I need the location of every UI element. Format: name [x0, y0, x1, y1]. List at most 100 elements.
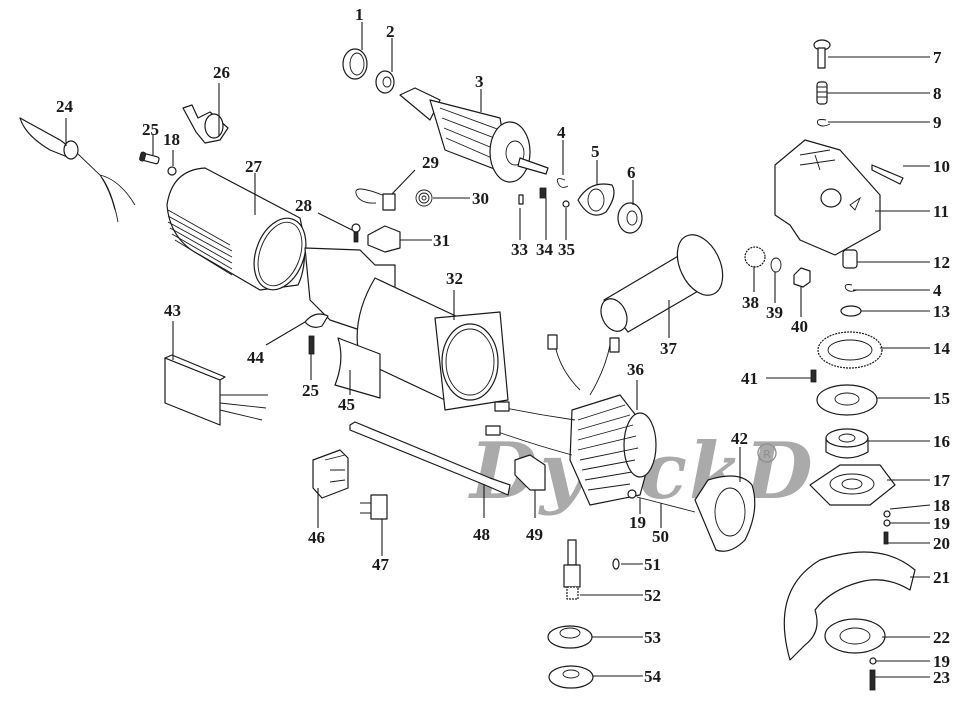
cord-clamp-icon [304, 313, 329, 328]
spring-icon [816, 81, 828, 105]
motor-housing-icon [304, 247, 509, 411]
retaining-clip-icon [556, 178, 569, 188]
callout-6: 6 [627, 163, 636, 182]
callout-27: 27 [245, 157, 263, 176]
air-guide-ring-icon [694, 475, 756, 552]
callout-54: 54 [644, 667, 662, 686]
stator-icon [485, 334, 657, 506]
callout-14: 14 [933, 339, 951, 358]
callout-35: 35 [558, 240, 575, 259]
callout-18: 18 [933, 496, 950, 515]
callout-15: 15 [933, 389, 950, 408]
gear-housing-icon [774, 139, 881, 256]
washer-icon [883, 510, 891, 518]
brush-spring-icon [415, 189, 433, 207]
callout-43: 43 [164, 301, 181, 320]
callout-34: 34 [536, 240, 554, 259]
callout-3: 3 [475, 72, 484, 91]
terminal-block-icon [312, 449, 349, 499]
callout-52: 52 [644, 586, 661, 605]
callout-48: 48 [473, 525, 490, 544]
callout-25: 25 [142, 120, 159, 139]
callout-49: 49 [526, 525, 543, 544]
circlip-icon [816, 119, 831, 127]
clamp-ring-icon [824, 618, 886, 654]
callout-9: 9 [933, 113, 942, 132]
callout-32: 32 [446, 269, 463, 288]
bearing-plate-icon [577, 183, 615, 216]
callout-1: 1 [355, 5, 364, 24]
needle-bearing-icon [842, 249, 858, 269]
screw-head-icon [351, 223, 361, 233]
callout-45: 45 [338, 395, 355, 414]
callout-51: 51 [644, 555, 661, 574]
callout-22: 22 [933, 628, 950, 647]
callout-17: 17 [933, 471, 951, 490]
armature-icon [399, 87, 549, 183]
bearing-icon [375, 70, 395, 94]
callout-40: 40 [791, 317, 808, 336]
leader-lines [65, 22, 931, 678]
callout-39: 39 [766, 303, 783, 322]
callout-5: 5 [591, 142, 600, 161]
washer-icon [883, 519, 891, 527]
switch-button-icon [514, 454, 546, 491]
flange-nut-icon [548, 665, 594, 689]
callout-19: 19 [933, 514, 950, 533]
washer-icon [627, 489, 637, 499]
washer-icon [840, 305, 862, 317]
bearing-cover-icon [809, 464, 896, 506]
callout-20: 20 [933, 534, 950, 553]
screw-icon [308, 335, 315, 355]
label-icon [334, 337, 381, 399]
registered-mark-circle [757, 443, 777, 463]
spring-washer-icon [770, 257, 782, 273]
callout-53: 53 [644, 628, 661, 647]
wheel-guard-icon [783, 551, 916, 661]
callout-26: 26 [213, 63, 230, 82]
bearing-plate-icon [816, 384, 878, 416]
callout-4: 4 [557, 123, 566, 142]
callout-25b: 25 [302, 381, 319, 400]
stator-screw-icon [636, 496, 696, 513]
inner-flange-icon [547, 625, 593, 649]
callout-19c: 19 [629, 513, 646, 532]
callout-33: 33 [511, 240, 528, 259]
screw-icon [883, 531, 889, 545]
callout-41: 41 [741, 369, 758, 388]
callout-21: 21 [933, 568, 950, 587]
brush-holder-icon [367, 225, 401, 253]
callout-4b: 4 [933, 281, 942, 300]
bevel-gear-icon [817, 331, 883, 369]
carbon-brush-icon [355, 188, 396, 211]
spindle-icon [563, 539, 581, 600]
callout-11: 11 [933, 202, 949, 221]
callout-labels: 1 2 3 4 5 6 7 8 9 10 11 12 4 13 14 15 16… [56, 5, 951, 687]
bearing-icon [617, 202, 643, 234]
callout-13: 13 [933, 302, 950, 321]
screw-icon [869, 669, 876, 691]
callout-47: 47 [372, 555, 390, 574]
callout-7: 7 [933, 48, 942, 67]
pin-icon [518, 194, 524, 205]
screw-icon [871, 164, 904, 185]
seal-ring-icon [342, 48, 368, 80]
callout-8: 8 [933, 84, 942, 103]
screw-icon [810, 369, 817, 383]
callout-36: 36 [627, 360, 644, 379]
callout-42: 42 [731, 429, 748, 448]
callout-30: 30 [472, 189, 489, 208]
washer-icon [562, 200, 570, 208]
power-cord-icon [10, 51, 192, 223]
cord-guard-icon [182, 104, 229, 144]
callout-23: 23 [933, 668, 950, 687]
switch-icon [164, 354, 268, 426]
auxiliary-handle-icon [600, 234, 724, 333]
callout-46: 46 [308, 528, 325, 547]
callout-24: 24 [56, 97, 74, 116]
callout-10: 10 [933, 157, 950, 176]
screw-icon [139, 151, 160, 165]
retaining-clip-icon [844, 284, 858, 292]
callout-16: 16 [933, 432, 950, 451]
